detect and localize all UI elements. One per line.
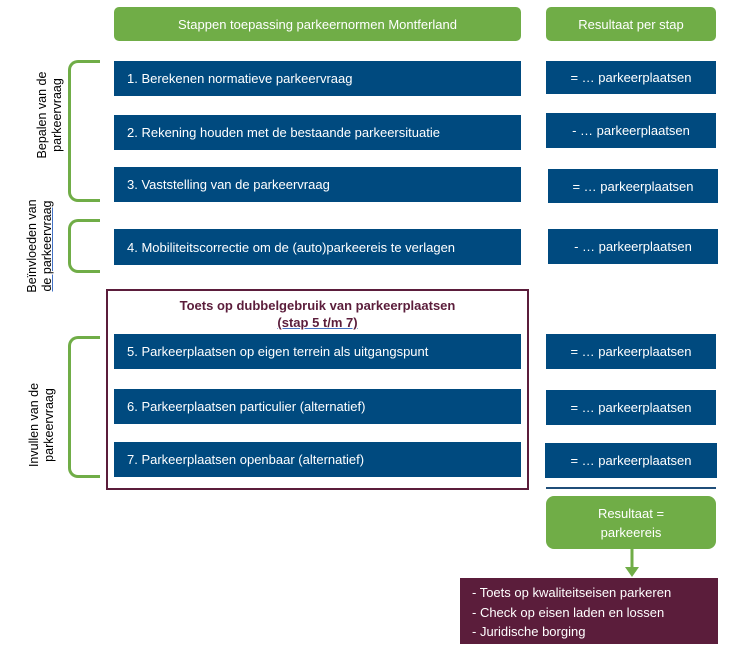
result-4-label: - … parkeerplaatsen	[574, 239, 692, 254]
result-4: - … parkeerplaatsen	[548, 229, 718, 264]
step-1-label: 1. Berekenen normatieve parkeervraag	[127, 71, 353, 86]
result-2: - … parkeerplaatsen	[546, 113, 716, 148]
result-1: = … parkeerplaatsen	[546, 61, 716, 94]
side-label-beinvloeden-line1: Beïnvloeden van	[25, 199, 39, 293]
step-7: 7. Parkeerplaatsen openbaar (alternatief…	[114, 442, 521, 477]
step-4-label: 4. Mobiliteitscorrectie om de (auto)park…	[127, 239, 456, 255]
bracket-invullen	[68, 336, 100, 478]
result-6: = … parkeerplaatsen	[546, 390, 716, 425]
step-2: 2. Rekening houden met de bestaande park…	[114, 115, 521, 150]
result-5: = … parkeerplaatsen	[546, 334, 716, 369]
check-item-1: - Toets op kwaliteitseisen parkeren	[472, 585, 672, 600]
step-5: 5. Parkeerplaatsen op eigen terrein als …	[114, 334, 521, 369]
steps-header: Stappen toepassing parkeernormen Montfer…	[114, 7, 521, 41]
checks-box: - Toets op kwaliteitseisen parkeren - Ch…	[460, 578, 718, 644]
result-header: Resultaat per stap	[546, 7, 716, 41]
step-3: 3. Vaststelling van de parkeervraag	[114, 167, 521, 202]
result-5-label: = … parkeerplaatsen	[570, 344, 692, 359]
down-arrow-icon	[625, 549, 639, 577]
step-1: 1. Berekenen normatieve parkeervraag	[114, 61, 521, 96]
step-6: 6. Parkeerplaatsen particulier (alternat…	[114, 389, 521, 424]
result-1-label: = … parkeerplaatsen	[570, 70, 692, 85]
steps-header-label: Stappen toepassing parkeernormen Montfer…	[178, 16, 457, 32]
side-label-bepalen-line1: Bepalen van de	[35, 71, 49, 159]
side-label-beinvloeden-line2: de parkeervraag	[40, 200, 54, 292]
bracket-beinvloeden	[68, 219, 100, 273]
final-result-line2: parkeereis	[600, 524, 662, 540]
final-result-line1: Resultaat =	[597, 505, 665, 521]
toets-dubbelgebruik-title: Toets op dubbelgebruik van parkeerplaats…	[108, 297, 527, 331]
result-3-label: = … parkeerplaatsen	[572, 178, 694, 194]
result-header-label: Resultaat per stap	[578, 16, 684, 32]
result-7: = … parkeerplaatsen	[545, 443, 717, 478]
step-2-label: 2. Rekening houden met de bestaande park…	[127, 125, 440, 140]
check-item-3: - Juridische borging	[472, 624, 586, 639]
step-5-label: 5. Parkeerplaatsen op eigen terrein als …	[127, 344, 429, 359]
step-7-label: 7. Parkeerplaatsen openbaar (alternatief…	[127, 452, 365, 467]
side-label-beinvloeden: Beïnvloeden van de parkeervraag	[25, 191, 55, 301]
bracket-bepalen	[68, 60, 100, 202]
toets-title-line2: (stap 5 t/m 7)	[277, 315, 358, 330]
check-item-2: - Check op eisen laden en lossen	[472, 604, 665, 620]
final-result-box: Resultaat = parkeereis	[546, 496, 716, 549]
side-label-invullen: Invullen van de parkeervraag	[27, 370, 57, 480]
result-7-label: = … parkeerplaatsen	[570, 453, 692, 468]
side-label-invullen-line2: parkeervraag	[42, 388, 56, 462]
step-3-label: 3. Vaststelling van de parkeervraag	[127, 177, 330, 192]
side-label-invullen-line1: Invullen van de	[27, 382, 41, 468]
result-2-label: - … parkeerplaatsen	[572, 123, 690, 138]
side-label-bepalen: Bepalen van de parkeervraag	[35, 60, 65, 170]
result-3: = … parkeerplaatsen	[548, 169, 718, 203]
result-separator-line	[546, 487, 716, 489]
result-6-label: = … parkeerplaatsen	[570, 400, 692, 415]
step-6-label: 6. Parkeerplaatsen particulier (alternat…	[127, 399, 366, 414]
toets-title-line1: Toets op dubbelgebruik van parkeerplaats…	[179, 298, 456, 313]
step-4: 4. Mobiliteitscorrectie om de (auto)park…	[114, 229, 521, 265]
side-label-bepalen-line2: parkeervraag	[50, 78, 64, 152]
